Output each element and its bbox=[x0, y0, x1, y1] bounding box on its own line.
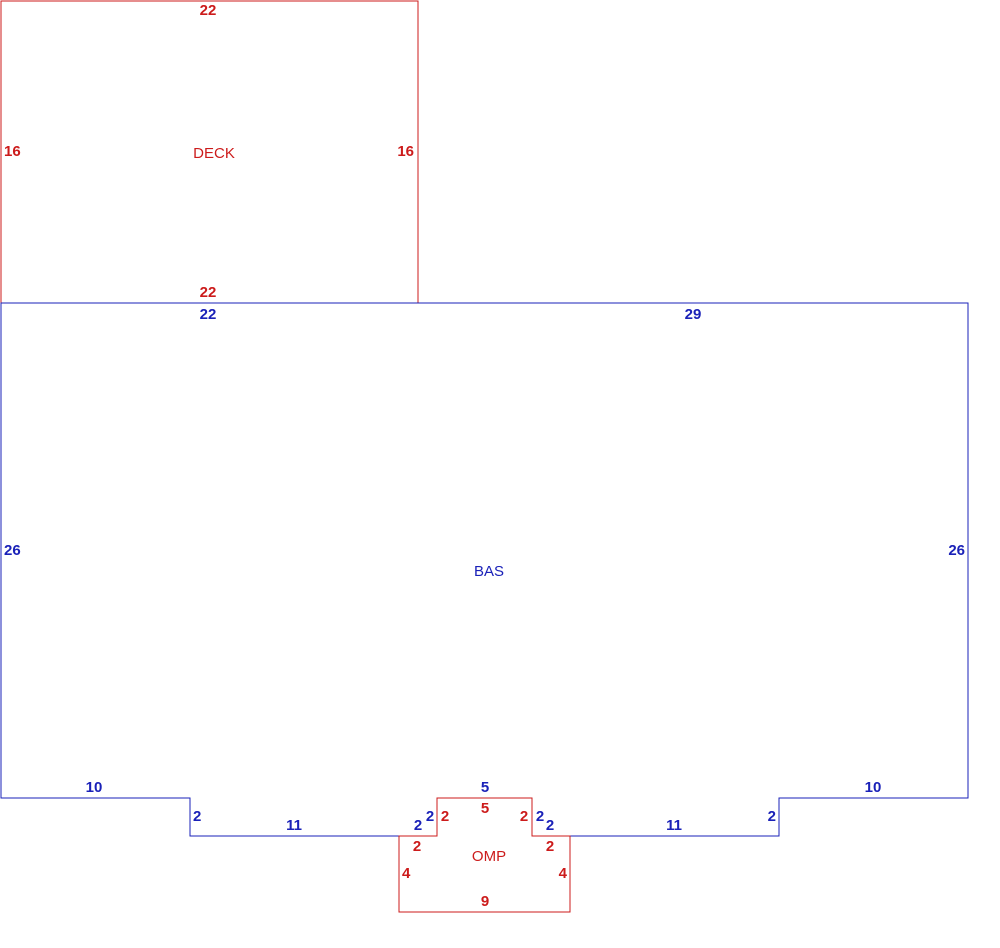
bas-dim-notch-right-outer: 2 bbox=[546, 817, 554, 834]
omp-dim-upper-right: 2 bbox=[520, 808, 528, 825]
omp-dim-upper-left: 2 bbox=[441, 808, 449, 825]
omp-dim-left: 4 bbox=[402, 865, 411, 882]
omp-dim-right: 4 bbox=[559, 865, 568, 882]
bas-dim-mid-right: 11 bbox=[666, 817, 682, 834]
bas-dim-mid-left: 11 bbox=[286, 817, 302, 834]
deck-dim-left: 16 bbox=[4, 143, 21, 160]
omp-outline bbox=[398, 797, 571, 913]
bas-dim-left: 26 bbox=[4, 542, 21, 559]
bas-dim-step-left: 2 bbox=[193, 808, 201, 825]
bas-dim-top-right: 29 bbox=[685, 306, 702, 323]
bas-dim-right: 26 bbox=[948, 542, 965, 559]
bas-area: BAS 22 29 26 26 10 2 11 2 2 5 2 2 11 2 1… bbox=[0, 302, 969, 837]
bas-dim-top-left: 22 bbox=[200, 306, 217, 323]
omp-label: OMP bbox=[472, 848, 506, 865]
bas-label: BAS bbox=[474, 563, 504, 580]
deck-area: DECK 22 22 16 16 bbox=[0, 0, 419, 303]
omp-dim-bottom: 9 bbox=[481, 893, 489, 910]
deck-dim-bottom: 22 bbox=[200, 284, 217, 301]
omp-area: OMP 5 2 2 2 2 4 4 9 bbox=[398, 797, 571, 913]
deck-dim-top: 22 bbox=[200, 2, 217, 19]
bas-dim-bottom-left: 10 bbox=[86, 779, 103, 796]
bas-dim-bottom-right: 10 bbox=[865, 779, 882, 796]
deck-dim-right: 16 bbox=[397, 143, 414, 160]
bas-dim-notch-top: 5 bbox=[481, 779, 489, 796]
bas-dim-step-right: 2 bbox=[768, 808, 776, 825]
bas-dim-notch-right-inner: 2 bbox=[536, 808, 544, 825]
deck-outline bbox=[0, 0, 419, 303]
omp-dim-mid-left: 2 bbox=[413, 838, 421, 855]
deck-label: DECK bbox=[193, 145, 235, 162]
bas-dim-notch-left-inner: 2 bbox=[426, 808, 434, 825]
bas-dim-notch-left-outer: 2 bbox=[414, 817, 422, 834]
omp-dim-top: 5 bbox=[481, 800, 489, 817]
omp-dim-mid-right: 2 bbox=[546, 838, 554, 855]
